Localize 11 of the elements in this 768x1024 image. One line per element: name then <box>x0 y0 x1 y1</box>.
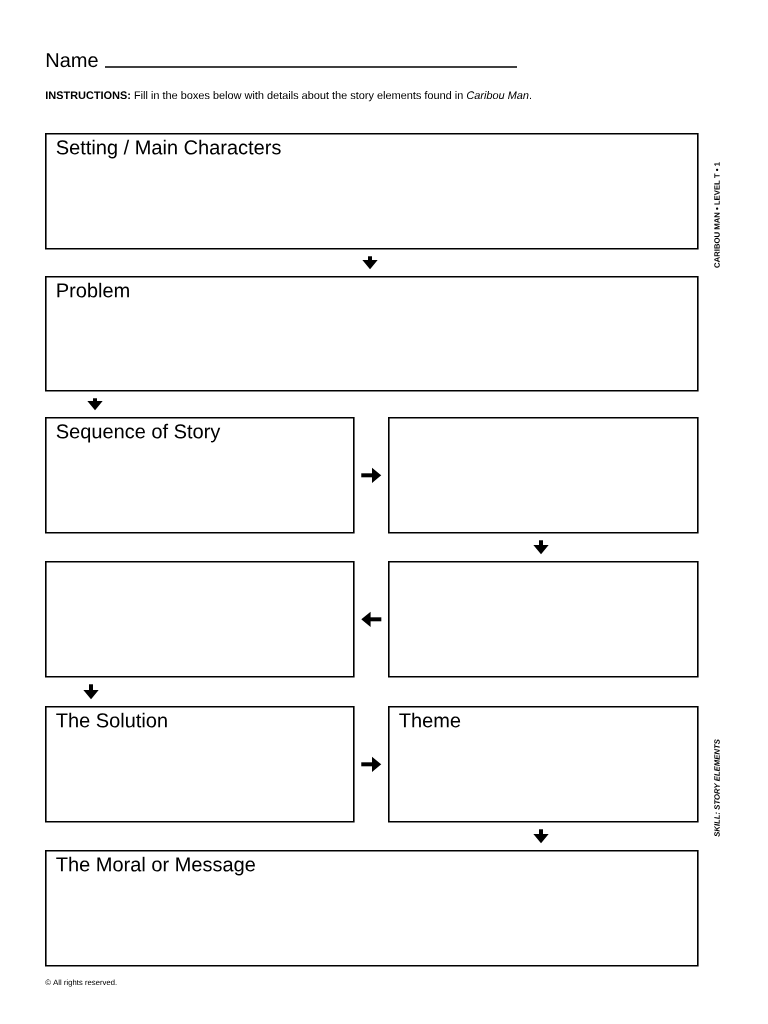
name-label: Name <box>46 53 98 68</box>
story-box: The Moral or Message <box>45 850 699 967</box>
empty-box <box>388 561 699 678</box>
story-box: The Solution <box>45 706 355 823</box>
instructions: INSTRUCTIONS: Fill in the boxes below with details about the story elements found in Caribou Man. <box>46 91 532 102</box>
empty-box <box>388 417 699 534</box>
story-box: Sequence of Story <box>45 417 355 534</box>
story-box: Setting / Main Characters <box>45 133 699 250</box>
story-box: Problem <box>45 276 699 392</box>
story-box: Theme <box>388 706 699 823</box>
empty-box <box>45 561 355 678</box>
